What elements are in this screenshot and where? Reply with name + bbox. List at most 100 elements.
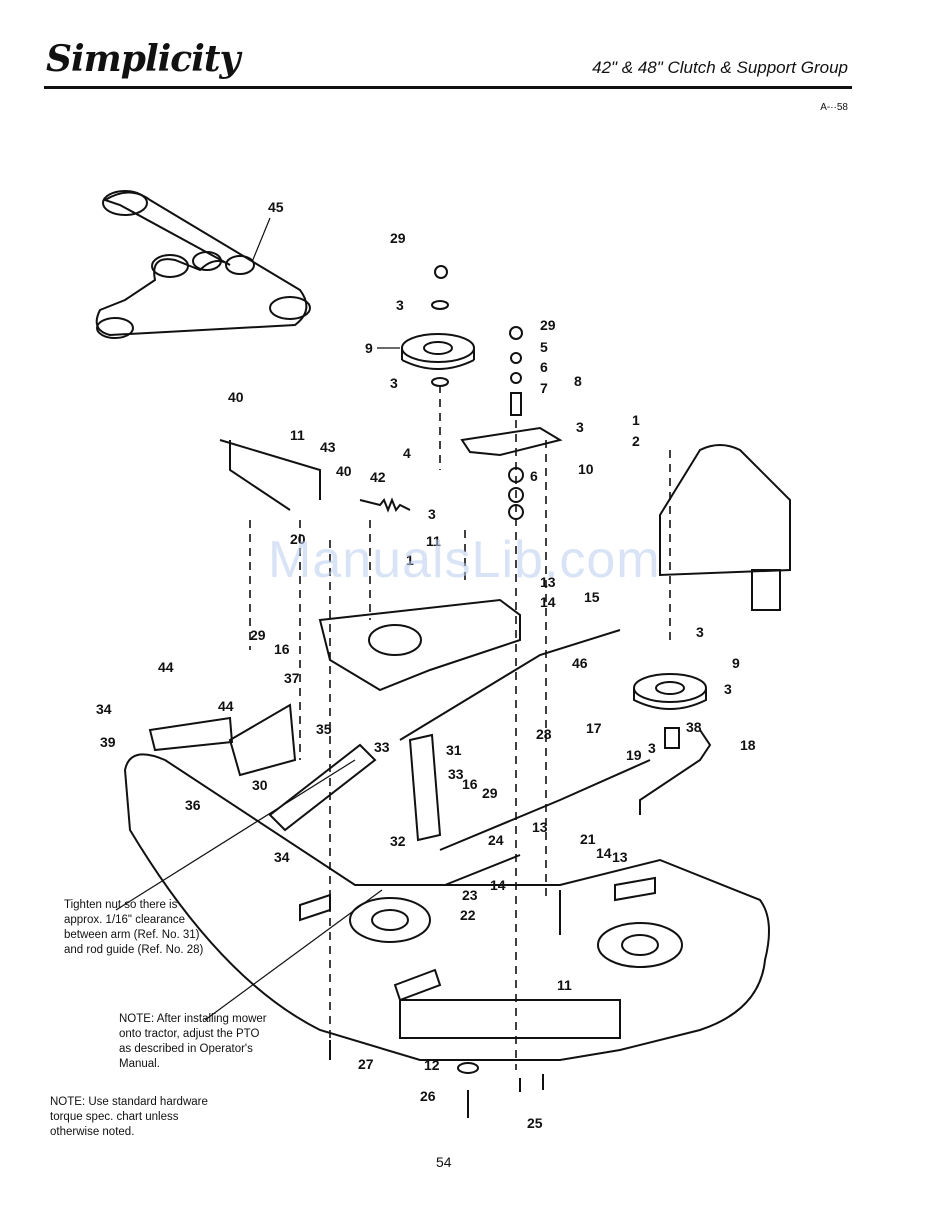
part-callout-44: 44	[158, 659, 174, 675]
pulley-lower	[633, 673, 707, 703]
part-callout-8: 8	[574, 373, 582, 389]
part-callout-3: 3	[428, 506, 436, 522]
washer-3-under	[431, 377, 449, 387]
part-callout-3: 3	[724, 681, 732, 697]
washer-3-top	[431, 300, 449, 310]
page-number: 54	[436, 1154, 452, 1170]
pto-note: NOTE: After installing mower onto tracto…	[119, 1013, 267, 1070]
lift-linkage	[219, 439, 321, 511]
watermark: ManualsLib.com	[268, 531, 661, 589]
part-callout-38: 38	[686, 719, 702, 735]
part-callout-35: 35	[316, 721, 332, 737]
belt-pulley-mid	[151, 254, 189, 278]
part-callout-40: 40	[336, 463, 352, 479]
part-callout-28: 28	[536, 726, 552, 742]
nut-29-top	[434, 265, 448, 279]
part-callout-16: 16	[462, 776, 478, 792]
part-callout-2: 2	[632, 433, 640, 449]
part-callout-27: 27	[358, 1056, 374, 1072]
part-callout-23: 23	[462, 887, 478, 903]
part-callout-43: 43	[320, 439, 336, 455]
belt-pulley-mid2	[192, 251, 222, 271]
part-callout-14: 14	[540, 594, 556, 610]
part-callout-3: 3	[576, 419, 584, 435]
part-callout-40: 40	[228, 389, 244, 405]
brand-logo: Simplicity	[46, 38, 240, 80]
part-callout-24: 24	[488, 832, 504, 848]
part-callout-44: 44	[218, 698, 234, 714]
part-callout-4: 4	[403, 445, 411, 461]
torque-note: NOTE: Use standard hardware torque spec.…	[50, 1096, 208, 1138]
arm-37	[228, 703, 297, 777]
part-callout-13: 13	[612, 849, 628, 865]
part-callout-16: 16	[274, 641, 290, 657]
part-callout-14: 14	[490, 877, 506, 893]
part-callout-11: 11	[290, 427, 305, 443]
spring-42	[359, 497, 411, 513]
rod-17	[439, 759, 651, 851]
part-callout-30: 30	[252, 777, 268, 793]
part-callout-19: 19	[626, 747, 642, 763]
part-callout-29: 29	[390, 230, 406, 246]
part-callout-14: 14	[596, 845, 612, 861]
part-callout-13: 13	[540, 574, 556, 590]
part-callout-29: 29	[250, 627, 266, 643]
part-callout-36: 36	[185, 797, 201, 813]
part-callout-3: 3	[390, 375, 398, 391]
spring-24	[444, 854, 521, 886]
part-callout-33: 33	[448, 766, 464, 782]
deck-baffle	[399, 999, 621, 1039]
clearance-note: Tighten nut so there is approx. 1/16" cl…	[64, 899, 204, 956]
part-callout-1: 1	[632, 412, 640, 428]
part-callout-12: 12	[424, 1057, 440, 1073]
arm-lever	[268, 743, 377, 832]
part-callout-7: 7	[540, 380, 548, 396]
part-callout-20: 20	[290, 531, 306, 547]
support-bracket	[318, 598, 521, 692]
part-callout-18: 18	[740, 737, 756, 753]
part-callout-10: 10	[578, 461, 594, 477]
header-rule	[44, 86, 852, 89]
belt-pulley-left	[102, 190, 148, 216]
part-callout-42: 42	[370, 469, 386, 485]
part-callout-13: 13	[532, 819, 548, 835]
part-callout-32: 32	[390, 833, 406, 849]
spindle-left	[349, 897, 431, 943]
engine-housing	[659, 444, 791, 577]
drawing-code: A-··58	[820, 102, 848, 113]
part-callout-15: 15	[584, 589, 600, 605]
part-callout-17: 17	[586, 720, 602, 736]
belt-pulley-bottom-left	[96, 317, 134, 339]
part-callout-3: 3	[696, 624, 704, 640]
pulley-upper	[401, 333, 475, 363]
mower-deck	[123, 753, 770, 1061]
part-callout-6: 6	[530, 468, 538, 484]
part-callout-34: 34	[96, 701, 112, 717]
part-callout-3: 3	[396, 297, 404, 313]
part-callout-21: 21	[580, 831, 596, 847]
arm-39	[148, 716, 234, 752]
part-callout-5: 5	[540, 339, 548, 355]
page-title: 42" & 48" Clutch & Support Group	[592, 58, 848, 77]
part-callout-1: 1	[406, 552, 414, 568]
part-callout-11: 11	[557, 977, 572, 993]
part-callout-22: 22	[460, 907, 476, 923]
part-callout-37: 37	[284, 670, 300, 686]
part-callout-45: 45	[268, 199, 284, 215]
part-callout-39: 39	[100, 734, 116, 750]
belt-pulley-right	[225, 255, 255, 275]
part-callout-9: 9	[365, 340, 373, 356]
part-callout-11: 11	[426, 533, 441, 549]
part-callout-46: 46	[572, 655, 588, 671]
spindle-right	[597, 922, 683, 968]
arm-31	[408, 733, 442, 842]
part-callout-6: 6	[540, 359, 548, 375]
part-callout-26: 26	[420, 1088, 436, 1104]
part-callout-34: 34	[274, 849, 290, 865]
part-callout-9: 9	[732, 655, 740, 671]
rod-18	[639, 729, 712, 815]
part-callout-25: 25	[527, 1115, 543, 1131]
